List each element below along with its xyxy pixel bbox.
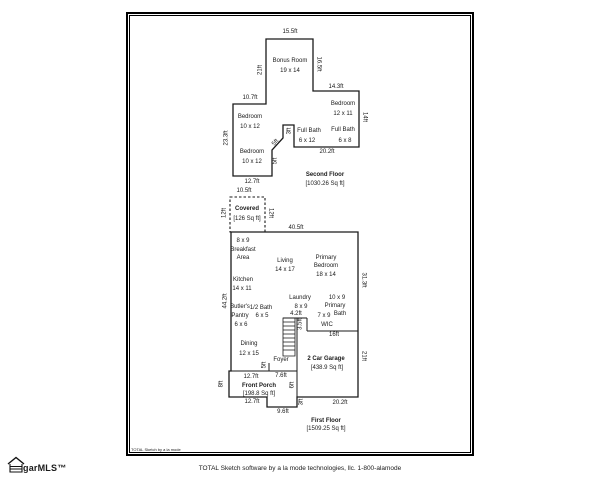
front-porch-area: [198.8 Sq ft] — [242, 391, 276, 397]
mls-logo-text: garMLS™ — [23, 463, 67, 473]
covered-area: [126 Sq ft] — [233, 216, 261, 222]
dim-ff-stoop-right: 6ft — [289, 381, 296, 389]
room-half-bath-dims: 6 x 5 — [255, 313, 269, 319]
second-floor-outline — [232, 38, 360, 177]
mls-logo: garMLS™ — [7, 456, 66, 473]
first-floor-title: First Floor — [311, 418, 341, 424]
room-laundry-dims: 8 x 9 — [294, 304, 308, 310]
dim-ff-left: 44.2ft — [222, 293, 229, 309]
covered-porch-outline — [229, 196, 266, 233]
room-bedroom-ul-dims: 10 x 12 — [240, 124, 260, 130]
dim-ff-stoop-bottom: 9.6ft — [277, 409, 289, 415]
first-floor-area: [1509.25 Sq ft] — [306, 426, 346, 432]
room-wic-dims: 7 x 9 — [317, 313, 331, 319]
room-breakfast-name2: Area — [236, 255, 250, 261]
covered-title: Covered — [234, 206, 260, 212]
front-porch-title: Front Porch — [242, 383, 276, 389]
room-bedroom-right-name: Bedroom — [330, 101, 356, 107]
garage-area: [438.9 Sq ft] — [310, 365, 344, 371]
room-breakfast-name1: Breakfast — [230, 247, 256, 253]
dim-ff-top: 40.5ft — [288, 225, 304, 231]
dim-sf-left: 23.3ft — [223, 130, 230, 146]
dim-sf-notch-top: 3ft — [286, 127, 293, 135]
dim-sf-notch-bottom: 5ft — [272, 157, 279, 165]
dim-ff-right-lower: 21ft — [360, 350, 367, 362]
staircase — [282, 317, 296, 357]
room-dining-dims: 12 x 15 — [239, 351, 259, 357]
room-primary-bedroom-name2: Bedroom — [313, 263, 339, 269]
dim-ff-foyer-bottom: 7.6ft — [275, 373, 287, 379]
room-bonus-dims: 19 x 14 — [280, 68, 300, 74]
room-half-bath-name: 1/2 Bath — [249, 305, 273, 311]
room-full-bath-left-dims: 6 x 12 — [298, 138, 316, 144]
room-kitchen-name: Kitchen — [232, 277, 254, 283]
room-bonus-name: Bonus Room — [272, 58, 308, 64]
dim-sf-upper-left-top: 10.7ft — [242, 95, 258, 101]
dim-sf-bath-bottom: 20.2ft — [319, 149, 335, 155]
room-bedroom-right-dims: 12 x 11 — [333, 111, 353, 117]
dim-covered-left: 12ft — [221, 207, 228, 219]
room-dining-name: Dining — [240, 341, 258, 347]
first-floor-outline — [228, 231, 359, 408]
room-butlers-pantry-dims: 6 x 6 — [234, 322, 248, 328]
dim-ff-stoop-corner: 3ft — [298, 398, 305, 406]
room-primary-bath-name2: Bath — [333, 311, 347, 317]
room-bedroom-ll-dims: 10 x 12 — [242, 159, 262, 165]
room-primary-bedroom-name1: Primary — [315, 255, 337, 261]
second-floor-title: Second Floor — [305, 172, 345, 178]
room-primary-bath-name1: Primary — [324, 303, 346, 309]
dim-ff-porch-bottom: 12.7ft — [244, 399, 260, 405]
room-butlers-pantry-name2: Pantry — [231, 313, 249, 319]
room-full-bath-left-name: Full Bath — [297, 128, 321, 134]
dim-sf-top: 15.5ft — [282, 29, 298, 35]
room-bedroom-ul-name: Bedroom — [237, 114, 263, 120]
room-full-bath-right-dims: 6 x 8 — [338, 138, 352, 144]
sketch-frame — [126, 12, 474, 456]
room-kitchen-dims: 14 x 11 — [232, 286, 252, 292]
sketch-frame-inner-border — [129, 15, 471, 453]
frame-note: TOTAL Sketch by a la mode — [131, 447, 181, 452]
dim-sf-bedroom-right-top: 14.3ft — [328, 84, 344, 90]
dim-ff-stairs-top: 4.2ft — [290, 311, 302, 317]
dim-ff-stairs-right: 3.5ft — [297, 318, 304, 330]
dim-ff-garage-bottom: 20.2ft — [332, 400, 348, 406]
dim-ff-right-upper: 31.3ft — [360, 272, 367, 288]
room-wic-name: WIC — [321, 322, 333, 328]
second-floor-area: [1030.26 Sq ft] — [305, 181, 345, 187]
room-butlers-pantry-name1: Butler's — [230, 304, 250, 310]
room-primary-bath-dims: 10 x 9 — [328, 295, 346, 301]
room-laundry-name: Laundry — [289, 295, 311, 301]
room-primary-bedroom-dims: 18 x 14 — [316, 272, 336, 278]
room-foyer-name: Foyer — [273, 357, 289, 363]
dim-ff-foyer-step: 5ft — [261, 361, 268, 369]
room-living-name: Living — [277, 258, 293, 264]
dim-ff-garage-top: 16ft — [328, 332, 340, 338]
dim-ff-porch-top: 12.7ft — [243, 374, 259, 380]
garage-title: 2 Car Garage — [307, 356, 345, 362]
room-bedroom-ll-name: Bedroom — [239, 149, 265, 155]
dim-sf-bottom: 12.7ft — [244, 179, 260, 185]
dim-ff-porch-left: 8ft — [218, 380, 225, 388]
house-icon — [7, 456, 25, 473]
room-full-bath-right-name: Full Bath — [331, 127, 355, 133]
dim-covered-top: 10.5ft — [236, 188, 252, 194]
dim-sf-bonus-left: 21ft — [257, 64, 264, 76]
dim-sf-right: 14ft — [361, 111, 368, 123]
room-living-dims: 14 x 17 — [275, 267, 295, 273]
dim-covered-right: 12ft — [267, 207, 274, 219]
room-breakfast-dims: 8 x 9 — [236, 238, 250, 244]
footer-credit: TOTAL Sketch software by a la mode techn… — [198, 465, 402, 472]
dim-sf-bonus-right: 16.5ft — [315, 56, 322, 72]
